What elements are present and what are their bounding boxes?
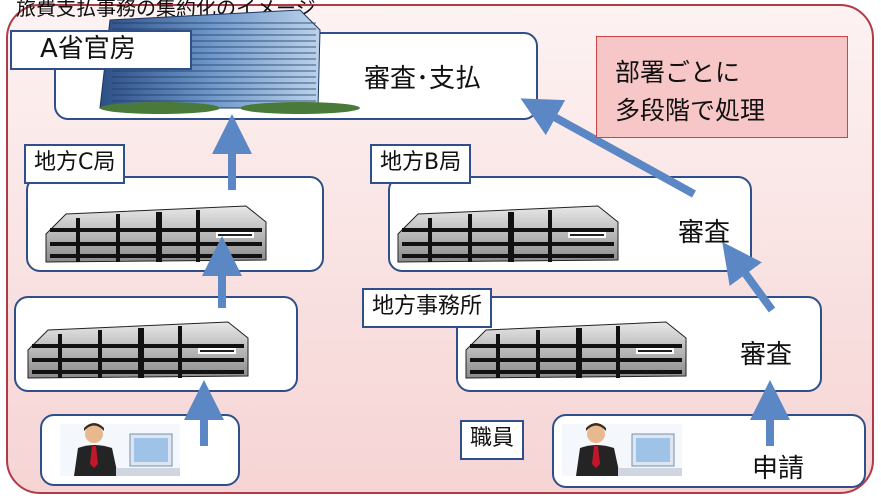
local-office-label: 地方事務所 bbox=[362, 288, 493, 328]
staff-left-image bbox=[59, 422, 181, 477]
regional-b-building-image bbox=[397, 205, 619, 263]
staff-label: 職員 bbox=[460, 420, 525, 460]
regional-c-building-image bbox=[45, 205, 267, 263]
staff-action: 申請 bbox=[752, 454, 805, 484]
flow-arrows bbox=[184, 98, 790, 446]
local-office-building-image bbox=[465, 321, 687, 379]
unnamed-office-building-image bbox=[27, 321, 249, 379]
ministry-label: A省官房 bbox=[10, 30, 192, 70]
local-office-action: 審査 bbox=[740, 340, 793, 370]
ministry-action: 審査･支払 bbox=[364, 64, 482, 94]
regional-b-label: 地方B局 bbox=[370, 144, 472, 184]
note-box: 部署ごとに 多段階で処理 bbox=[596, 36, 848, 138]
note-line2: 多段階で処理 bbox=[615, 96, 766, 125]
regional-b-action: 審査 bbox=[678, 218, 731, 248]
regional-c-label: 地方C局 bbox=[24, 144, 126, 184]
note-line1: 部署ごとに bbox=[615, 58, 741, 87]
staff-right-image bbox=[561, 422, 683, 477]
